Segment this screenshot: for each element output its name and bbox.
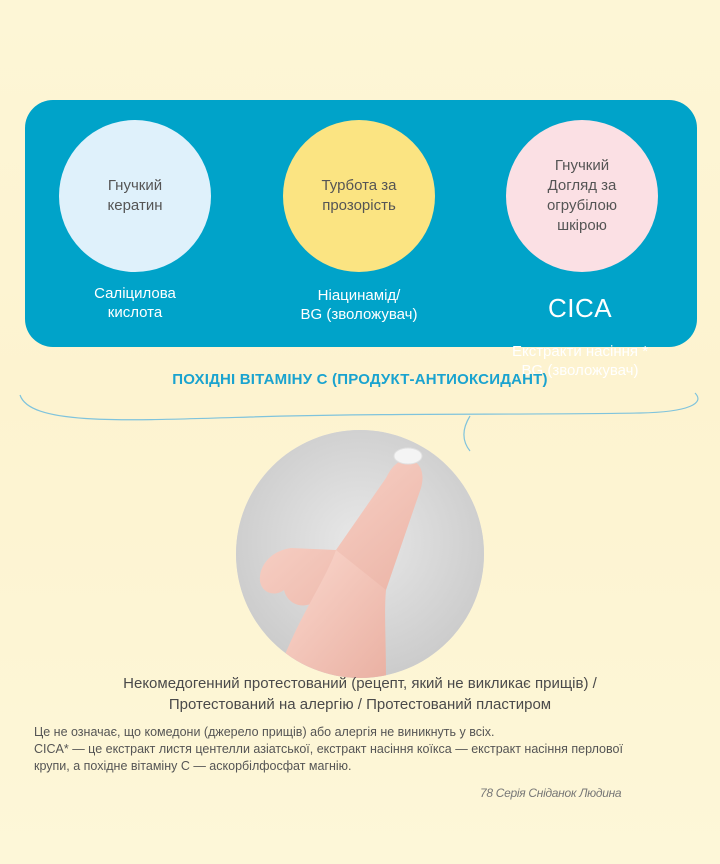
speech-bubble-line [19, 392, 699, 452]
benefit-circle-keratin: Гнучкий кератин [59, 120, 211, 272]
benefit-text: Гнучкий Догляд за огрубілою шкірою [546, 157, 618, 234]
ingredient-label-niacinamide: Ніацинамід/ BG (зволожувач) [300, 287, 418, 323]
disclaimer-notes: Це не означає, що комедони (джерело прищ… [34, 725, 623, 773]
finger-photo [236, 430, 484, 678]
cica-title: CICA [547, 293, 613, 323]
watermark-text: 78 Серія Сніданок Людина [480, 786, 622, 800]
ingredient-label-salicylic: Саліцилова кислота [94, 285, 176, 321]
section-heading: ПОХІДНІ ВІТАМІНУ С (ПРОДУКТ-АНТИОКСИДАНТ… [172, 371, 548, 388]
benefit-circle-clarity: Турбота за прозорість [283, 120, 435, 272]
ingredient-text: Екстракти насіння * BG (зволожувач) [511, 343, 649, 379]
ingredients-panel: Гнучкий кератин Турбота за прозорість Гн… [25, 100, 697, 379]
ingredient-label-cica: CICA Екстракти насіння * BG (зволожувач) [485, 274, 675, 380]
tested-statement: Некомедогенний протестований (рецепт, як… [123, 675, 597, 713]
benefit-text: Турбота за прозорість [321, 177, 397, 214]
benefit-circle-rough-skin: Гнучкий Догляд за огрубілою шкірою [506, 120, 658, 272]
finger-illustration [236, 430, 484, 678]
benefit-text: Гнучкий кератин [107, 177, 163, 214]
